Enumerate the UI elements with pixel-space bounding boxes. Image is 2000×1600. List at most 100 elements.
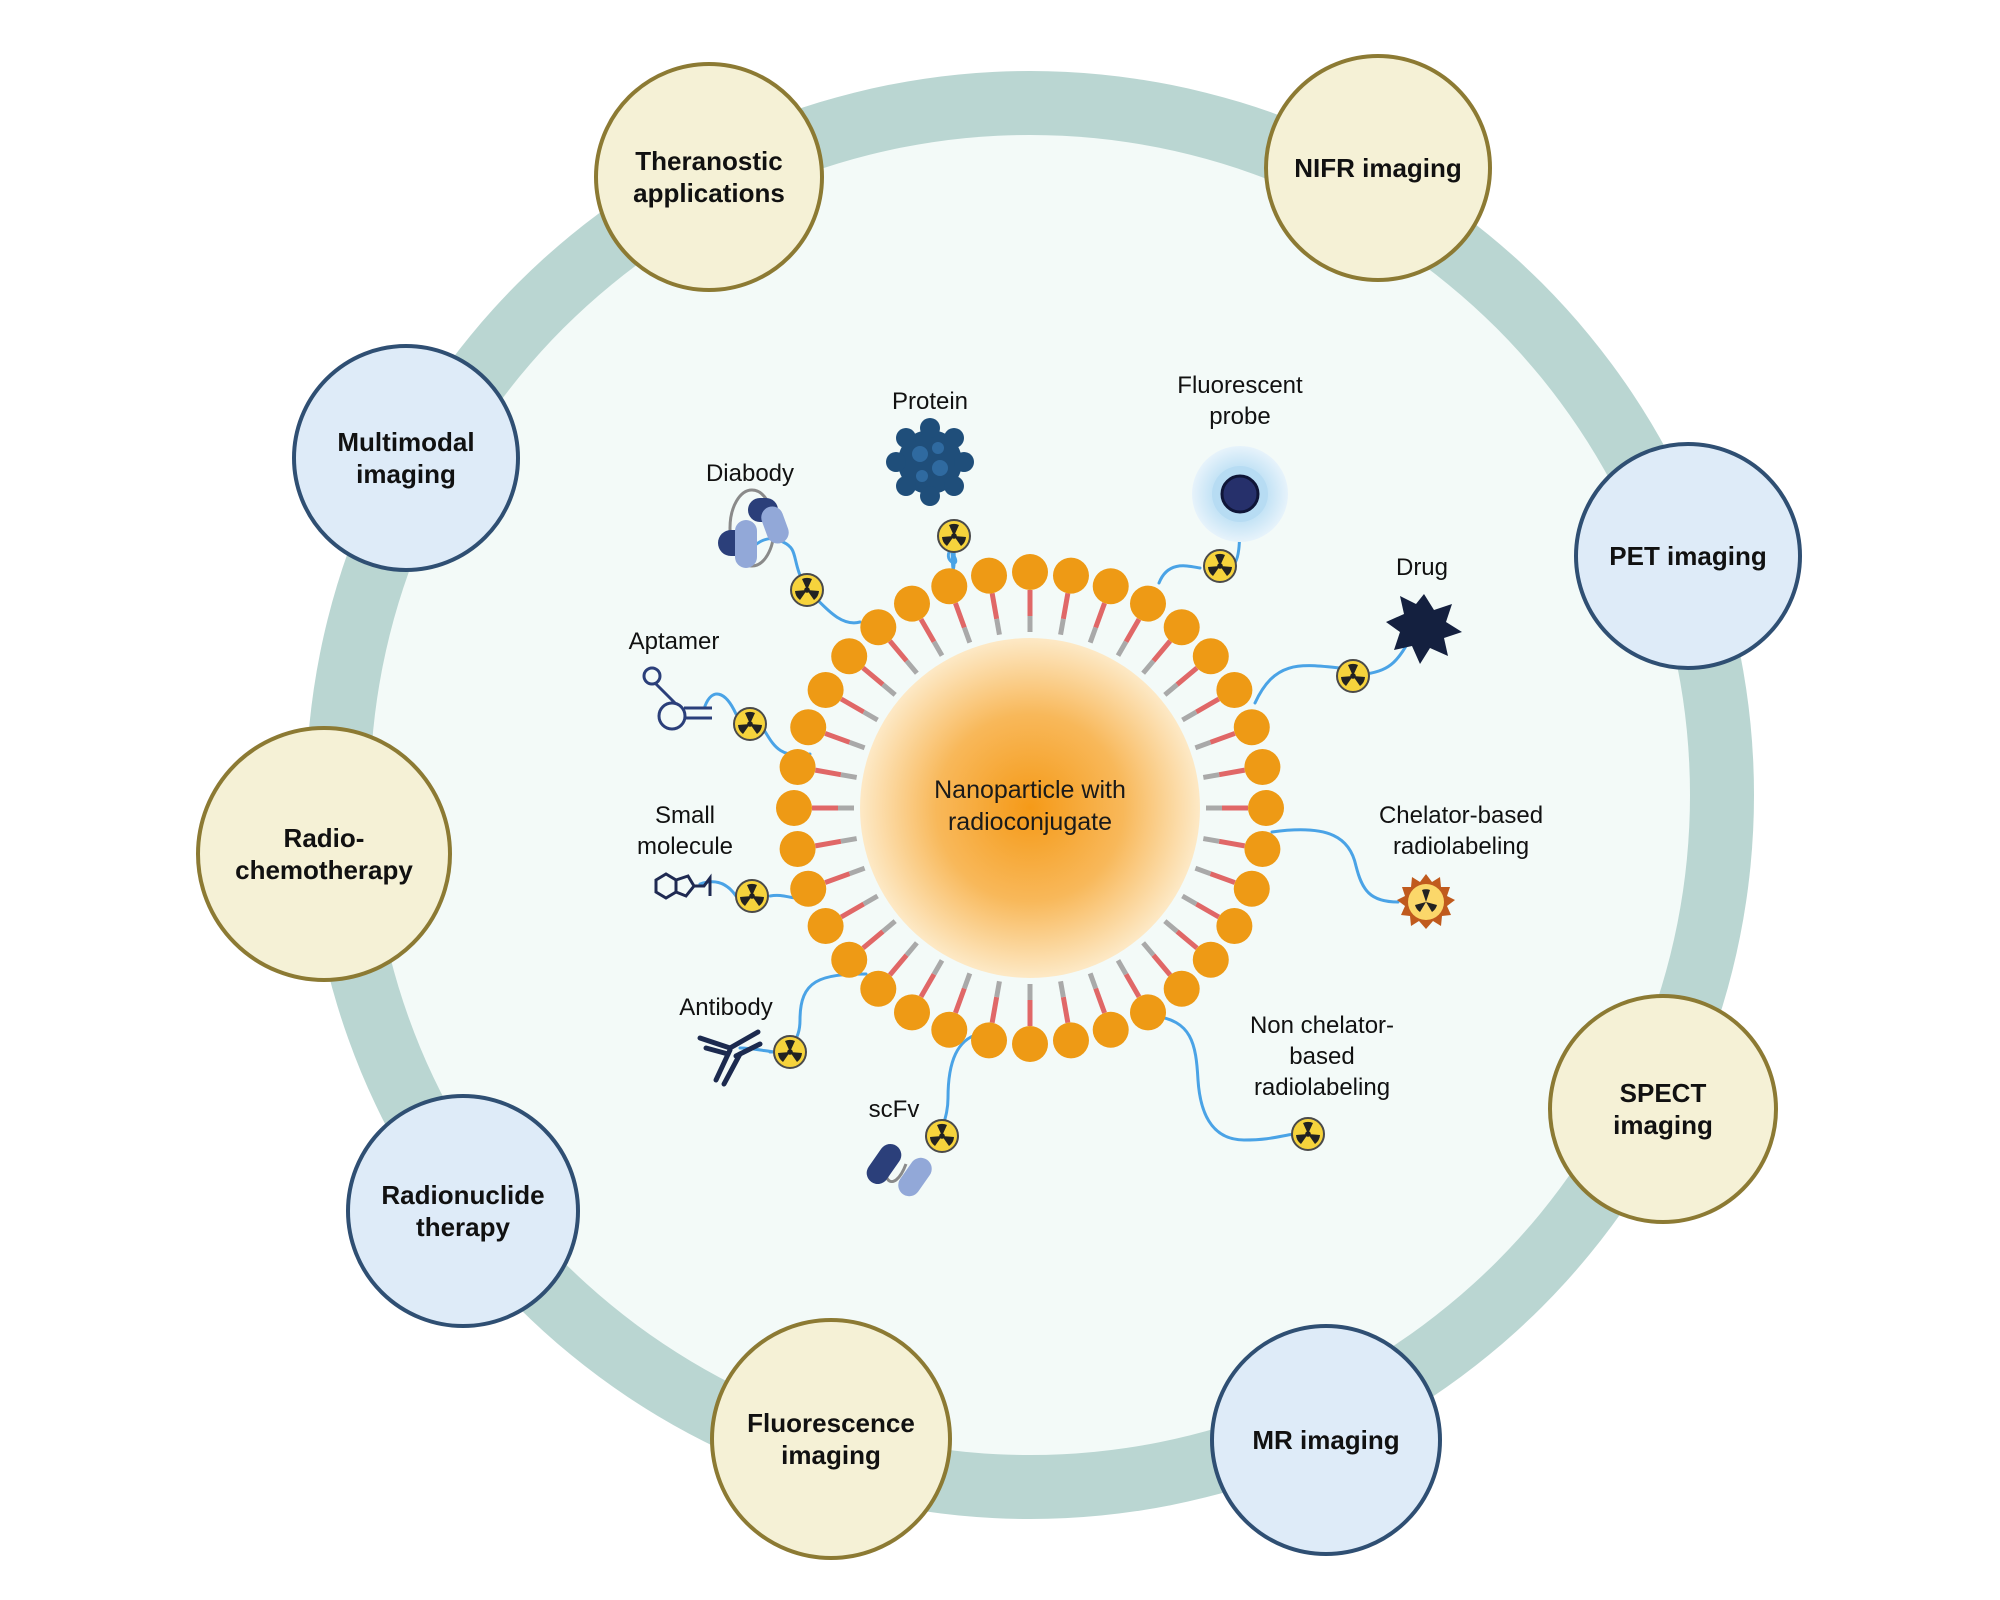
small-molecule-icon — [654, 872, 712, 900]
lipid-tail — [1058, 980, 1066, 998]
lipid-head — [1052, 557, 1089, 594]
lipid-tail-linker — [1151, 639, 1173, 663]
lipid-tail-linker — [953, 987, 967, 1014]
ligand-label-drug: Drug — [1395, 554, 1449, 581]
app-label: PET imaging — [1609, 541, 1767, 571]
linker-smallmol-left — [698, 880, 738, 898]
lipid-tail — [840, 836, 858, 844]
lipid-tail-linker — [861, 929, 885, 951]
ligand-label-non-chelator-based-radiolabeling: Non chelator- based radiolabeling — [1249, 1012, 1395, 1101]
radioactive-icon — [733, 707, 767, 741]
lipid-head — [1233, 709, 1270, 746]
fluorescent-probe-icon — [1192, 446, 1288, 542]
lipid-head — [1244, 749, 1281, 786]
linker-chelator — [1270, 828, 1400, 904]
lipid-tail-linker — [918, 617, 937, 643]
lipid-tail-linker — [1195, 696, 1221, 715]
lipid-head — [779, 830, 816, 867]
lipid-tail — [1141, 941, 1156, 957]
diabody-icon — [718, 488, 789, 568]
lipid-tail-linker — [839, 901, 865, 920]
lipid-tail-linker — [1175, 929, 1199, 951]
lipid-tail — [1115, 640, 1129, 657]
lipid-tail — [862, 709, 879, 723]
lipid-head — [931, 568, 968, 605]
lipid-head — [1248, 790, 1284, 826]
lipid-tail — [1181, 893, 1198, 907]
lipid-tail — [1163, 919, 1179, 934]
app-label: MR imaging — [1252, 1425, 1400, 1455]
lipid-tail-linker — [1123, 617, 1142, 643]
lipid-tail-linker — [814, 838, 842, 849]
app-label: SPECT imaging — [1613, 1078, 1713, 1140]
lipid-head — [894, 994, 930, 1031]
lipid-head — [1163, 970, 1200, 1007]
lipid-head — [790, 709, 827, 746]
lipid-tail-linker — [1093, 987, 1107, 1014]
ligand-label-small-molecule: Small molecule — [636, 802, 734, 860]
lipid-tail — [1141, 659, 1156, 675]
lipid-tail-linker — [1218, 767, 1246, 778]
lipid-head — [1130, 585, 1166, 622]
app-mr-imaging: MR imaging — [1210, 1324, 1442, 1556]
app-spect-imaging: SPECT imaging — [1548, 994, 1778, 1224]
app-label: Radio- chemotherapy — [235, 823, 413, 885]
antibody-icon — [697, 1029, 763, 1087]
lipid-tail — [961, 972, 973, 990]
lipid-tail-linker — [824, 871, 851, 885]
lipid-head — [1216, 672, 1253, 708]
lipid-tail-linker — [1175, 665, 1199, 687]
lipid-tail-linker — [953, 602, 967, 629]
app-label: Theranostic applications — [633, 146, 785, 208]
lipid-tail — [931, 640, 945, 657]
lipid-tail-linker — [887, 639, 909, 663]
nanoparticle-core — [860, 638, 1200, 978]
app-radio-chemotherapy: Radio- chemotherapy — [196, 726, 452, 982]
lipid-head — [1012, 1026, 1048, 1062]
lipid-head — [807, 672, 844, 708]
app-pet-imaging: PET imaging — [1574, 442, 1802, 670]
lipid-head — [971, 557, 1008, 594]
lipid-head — [1052, 1022, 1089, 1059]
lipid-head — [971, 1022, 1008, 1059]
lipid-tail — [848, 865, 866, 877]
lipid-head — [831, 941, 868, 978]
lipid-tail-linker — [824, 731, 851, 745]
core-label: Nanoparticle with radioconjugate — [934, 776, 1126, 836]
lipid-head — [1192, 638, 1229, 675]
lipid-head — [1012, 554, 1048, 590]
radioactive-icon — [1203, 549, 1237, 583]
lipid-tail-linker — [887, 953, 909, 977]
lipid-tail-linker — [1218, 838, 1246, 849]
lipid-head — [1092, 568, 1129, 605]
lipid-tail — [1115, 959, 1129, 976]
ligand-label-protein: Protein — [891, 388, 969, 415]
lipid-tail — [994, 618, 1002, 636]
lipid-tail-linker — [1060, 996, 1071, 1024]
app-theranostic-applications: Theranostic applications — [594, 62, 824, 292]
lipid-tail-linker — [1209, 871, 1236, 885]
lipid-tail — [848, 739, 866, 751]
linker-fluor — [1157, 564, 1202, 585]
aptamer-icon — [642, 666, 712, 731]
ligand-label-diabody: Diabody — [705, 460, 795, 487]
lipid-tail-linker — [989, 996, 1000, 1024]
lipid-tail-linker — [1209, 731, 1236, 745]
lipid-tail-linker — [989, 592, 1000, 620]
lipid-head — [831, 638, 868, 675]
lipid-tail — [881, 682, 897, 697]
app-label: Multimodal imaging — [337, 427, 475, 489]
radioactive-icon — [1336, 659, 1370, 693]
app-label: Fluorescence imaging — [747, 1408, 915, 1470]
drug-icon — [1386, 594, 1462, 664]
lipid-tail — [1194, 865, 1212, 877]
lipid-tail — [1163, 682, 1179, 697]
ligand-label-chelator-based-radiolabeling: Chelator-based radiolabeling — [1378, 802, 1544, 860]
radioactive-icon — [773, 1035, 807, 1069]
lipid-head — [807, 908, 844, 944]
lipid-head — [779, 749, 816, 786]
ligand-label-aptamer: Aptamer — [628, 628, 720, 655]
lipid-head — [860, 609, 897, 646]
